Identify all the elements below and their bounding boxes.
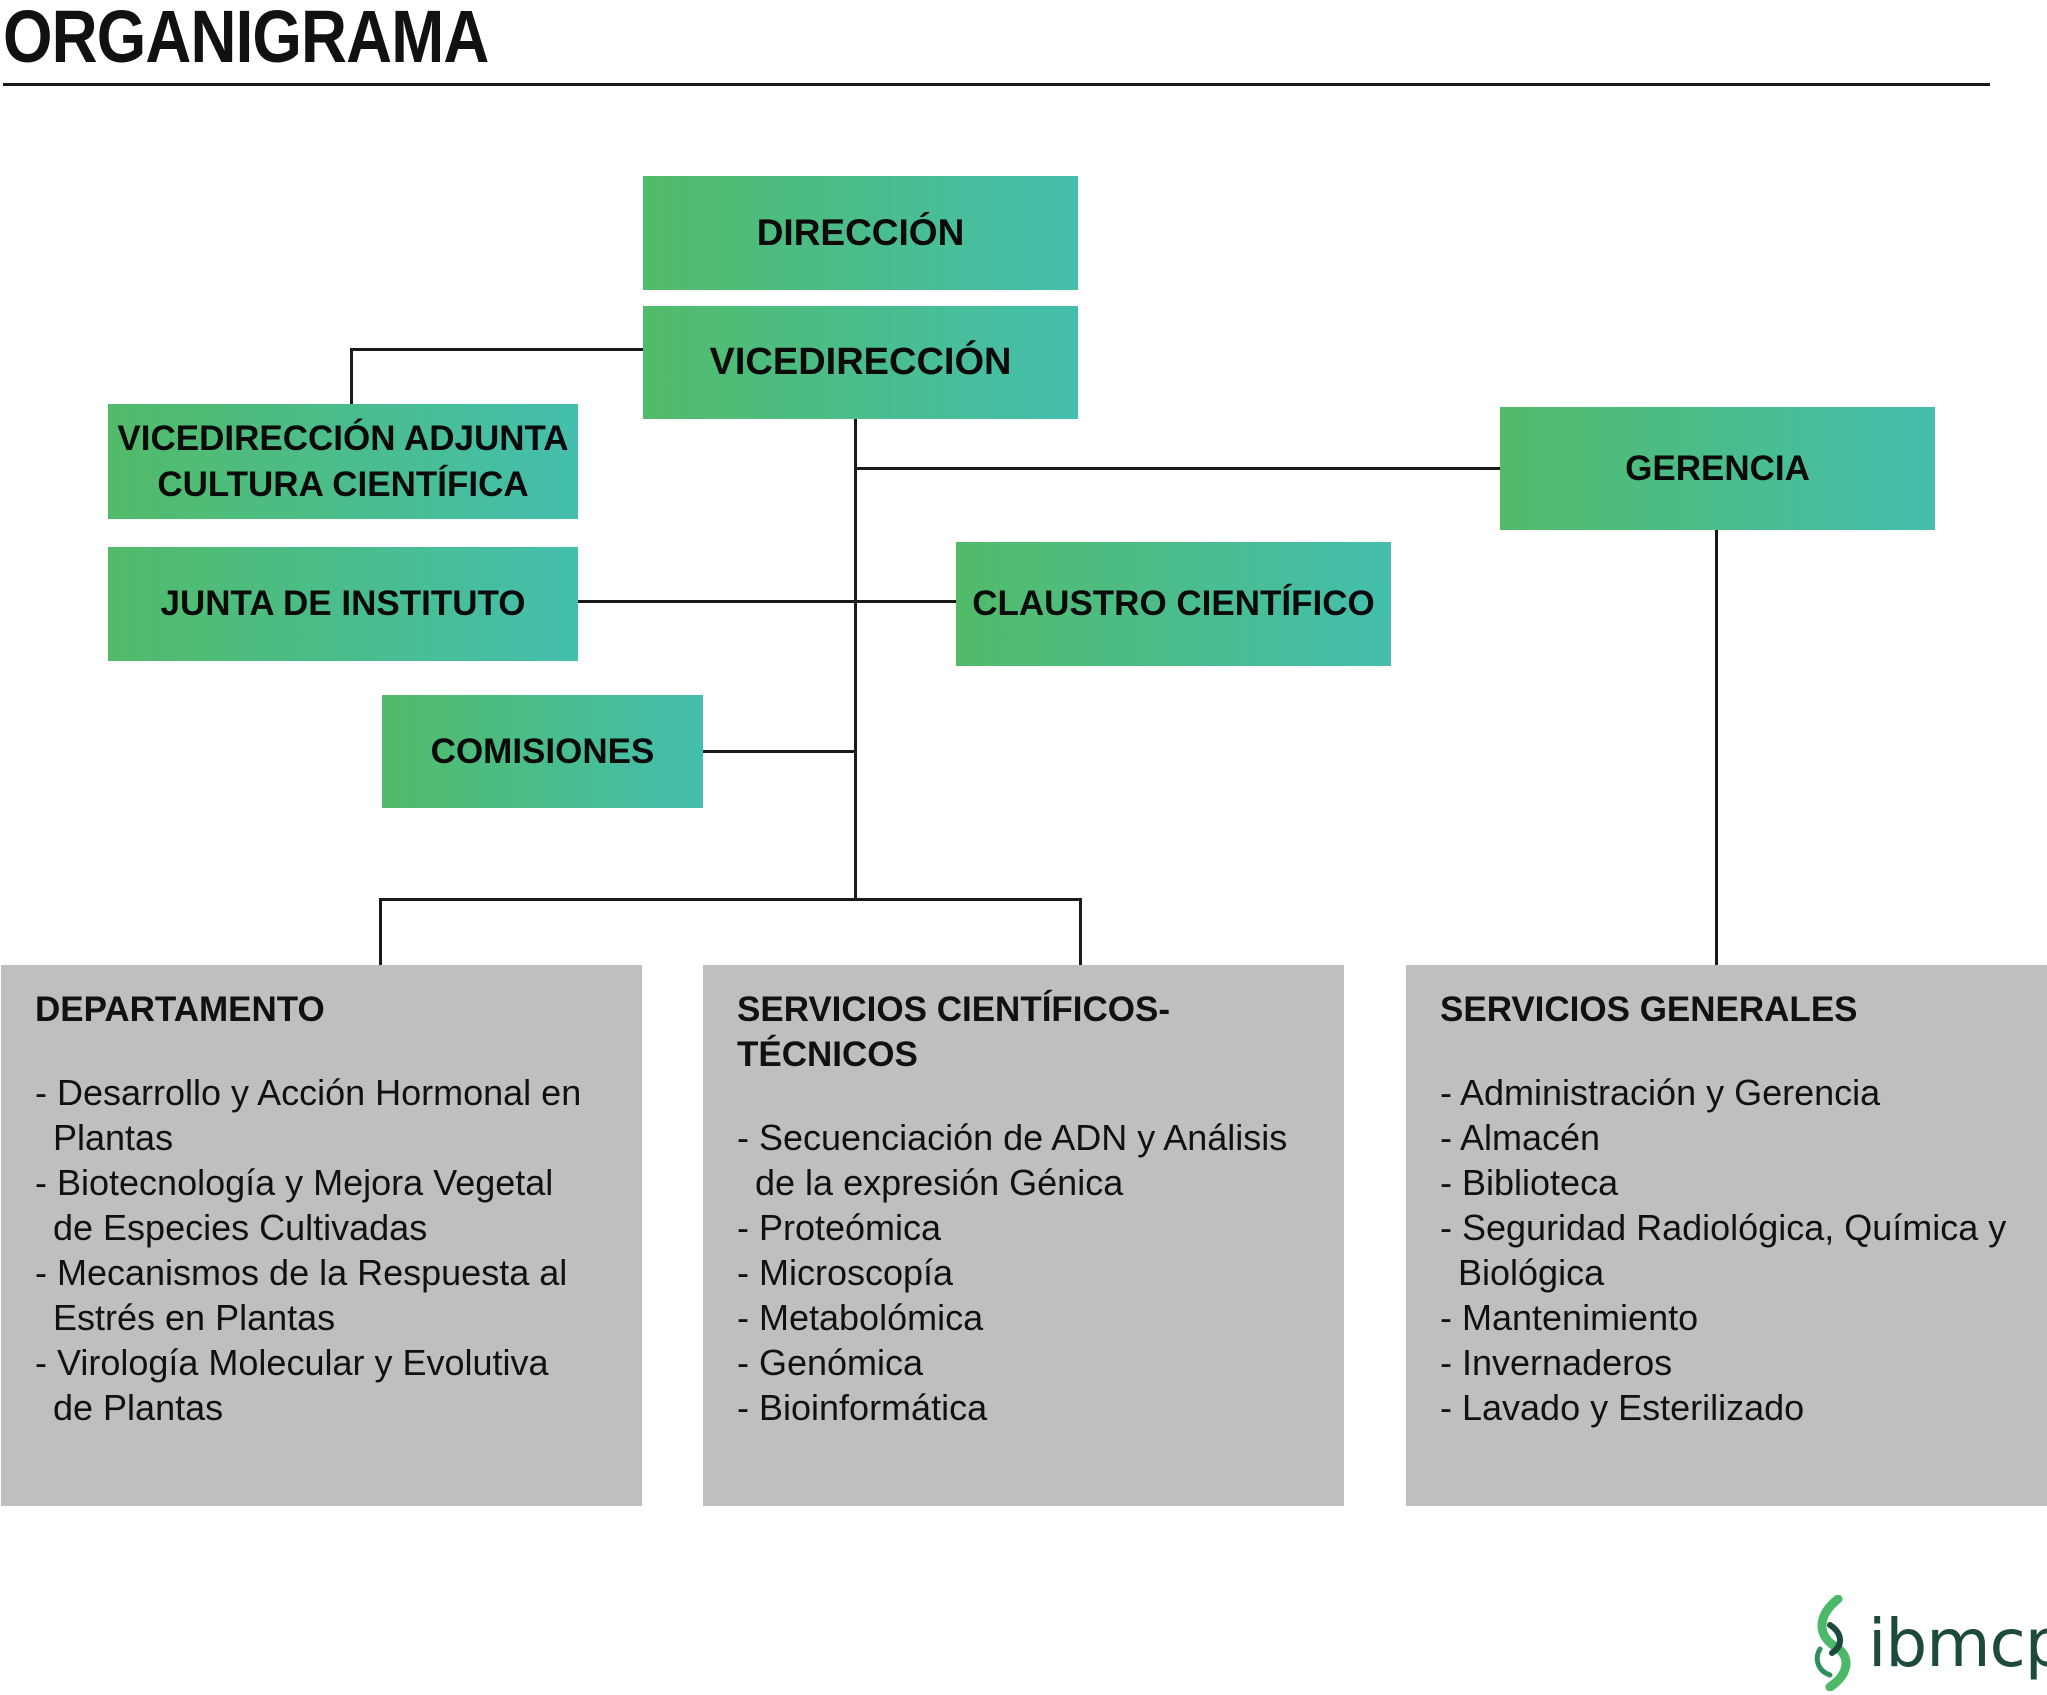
node-gerencia-label: GERENCIA — [1625, 448, 1810, 488]
page-title: ORGANIGRAMA — [3, 0, 489, 78]
panel-servicios-generales: SERVICIOS GENERALES - Administración y G… — [1406, 965, 2047, 1506]
node-comisiones-label: COMISIONES — [430, 731, 655, 771]
node-vicedireccion-label: VICEDIRECCIÓN — [709, 340, 1012, 383]
list-item: - Microscopía — [737, 1252, 954, 1293]
ibmcp-logo: ibmcp — [1808, 1595, 2047, 1691]
panel-servicios-generales-title: SERVICIOS GENERALES — [1440, 990, 1858, 1029]
connector-to-comisiones — [703, 750, 855, 753]
title-divider — [3, 83, 1990, 86]
node-direccion: DIRECCIÓN — [643, 176, 1078, 290]
list-item: - Virología Molecular y Evolutiva de Pla… — [35, 1342, 549, 1428]
connector-vicedir-to-adjunta-h — [350, 348, 643, 351]
list-item: - Bioinformática — [737, 1387, 988, 1428]
connector-bottom-bar — [379, 898, 1082, 901]
leaf-helix-icon — [1814, 1595, 1851, 1691]
list-item: - Desarrollo y Acción Hormonal en Planta… — [35, 1072, 582, 1158]
list-item: - Genómica — [737, 1342, 924, 1383]
node-vicedireccion-adjunta: VICEDIRECCIÓN ADJUNTA CULTURA CIENTÍFICA — [108, 404, 578, 519]
list-item: - Metabolómica — [737, 1297, 984, 1338]
connector-vicedir-to-adjunta-v — [350, 348, 353, 404]
logo-text: ibmcp — [1868, 1605, 2047, 1682]
node-direccion-label: DIRECCIÓN — [756, 211, 965, 253]
connector-gerencia-to-servicios-generales — [1715, 530, 1718, 965]
node-vicedireccion: VICEDIRECCIÓN — [643, 306, 1078, 419]
panel-departamento: DEPARTAMENTO - Desarrollo y Acción Hormo… — [1, 965, 642, 1506]
connector-junta-claustro — [578, 600, 956, 603]
node-claustro-cientifico: CLAUSTRO CIENTÍFICO — [956, 542, 1391, 666]
list-item: - Secuenciación de ADN y Análisis de la … — [737, 1117, 1288, 1203]
node-junta-instituto: JUNTA DE INSTITUTO — [108, 547, 578, 661]
connector-to-servicios-cientificos — [1079, 898, 1082, 965]
node-comisiones: COMISIONES — [382, 695, 703, 808]
node-vicedireccion-adjunta-line-1: VICEDIRECCIÓN ADJUNTA — [117, 418, 569, 458]
list-item: - Proteómica — [737, 1207, 942, 1248]
panel-servicios-cientificos: SERVICIOS CIENTÍFICOS-TÉCNICOS - Secuenc… — [703, 965, 1344, 1506]
panel-servicios-cientificos-title: SERVICIOS CIENTÍFICOS-TÉCNICOS — [737, 990, 1171, 1074]
list-item: - Invernaderos — [1440, 1342, 1673, 1383]
connector-main-trunk — [854, 419, 857, 900]
list-item: - Seguridad Radiológica, Química y Bioló… — [1440, 1207, 2007, 1293]
list-item: - Biblioteca — [1440, 1162, 1619, 1203]
node-gerencia: GERENCIA — [1500, 407, 1935, 530]
list-item: - Mantenimiento — [1440, 1297, 1699, 1338]
connector-to-departamento — [379, 898, 382, 965]
connector-to-gerencia — [854, 467, 1500, 470]
list-item: - Almacén — [1440, 1117, 1601, 1158]
list-item: - Lavado y Esterilizado — [1440, 1387, 1805, 1428]
node-vicedireccion-adjunta-line-2: CULTURA CIENTÍFICA — [157, 464, 529, 504]
node-junta-label: JUNTA DE INSTITUTO — [160, 584, 526, 623]
list-item: - Biotecnología y Mejora Vegetal de Espe… — [35, 1162, 554, 1248]
list-item: - Administración y Gerencia — [1440, 1072, 1881, 1113]
node-claustro-label: CLAUSTRO CIENTÍFICO — [972, 584, 1375, 623]
list-item: - Mecanismos de la Respuesta al Estrés e… — [35, 1252, 568, 1338]
panel-departamento-title: DEPARTAMENTO — [35, 990, 325, 1029]
